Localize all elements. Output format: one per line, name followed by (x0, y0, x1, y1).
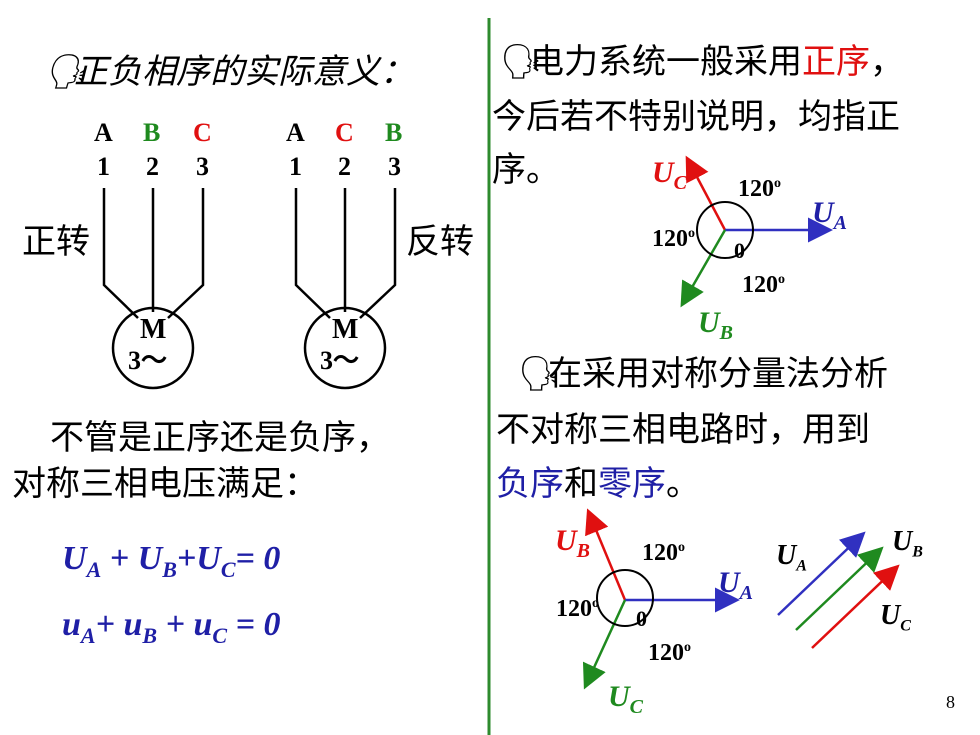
eq1-sub-b: B (162, 556, 177, 582)
zero-ua-label: UA (776, 540, 807, 575)
forward-phase-b: B (143, 118, 161, 147)
eq1-equals-zero: = 0 (235, 540, 281, 577)
para1-line-3: 序。 (492, 150, 560, 190)
pos-origin: 0 (734, 238, 745, 263)
eq2-plus: + (165, 606, 185, 643)
para2-line-3: 负序和零序。 (496, 464, 700, 504)
forward-motor-sub: 3～ (128, 346, 168, 375)
eq2-sub-a: A (80, 622, 96, 648)
neg-angle-top: 120o (642, 540, 685, 566)
equation-instant-sum: uA+ uB + uC = 0 (62, 606, 280, 649)
para2-end: 。 (666, 464, 700, 504)
para2-zero: 零序 (598, 464, 666, 504)
eq2-equals-zero: = 0 (235, 606, 281, 643)
negative-sequence-phasors (582, 508, 740, 690)
forward-phase-c: C (193, 118, 212, 147)
statement-line-2: 对称三相电压满足： (12, 464, 318, 504)
neg-ua-label: UA (718, 566, 754, 604)
positive-sequence-phasors (680, 155, 833, 308)
motor-reverse-wiring (294, 188, 397, 390)
neg-angle-left: 120o (556, 596, 599, 622)
pos-angle-left: 120o (652, 226, 695, 252)
eq2-u: u (123, 606, 143, 643)
left-heading: 🗣正负相序的实际意义： (44, 52, 414, 92)
zero-ub-label: UB (892, 526, 923, 561)
reverse-terminal-1: 1 (289, 152, 302, 181)
para2-line-2: 不对称三相电路时，用到 (496, 410, 870, 450)
neg-uc-label: UC (608, 680, 644, 718)
pos-angle-bottom: 120o (742, 272, 785, 298)
reverse-phase-a: A (286, 118, 305, 147)
forward-terminal-1: 1 (97, 152, 110, 181)
speaker-icon: 🗣 (44, 52, 88, 92)
statement-line-1: 不管是正序还是负序， (50, 418, 390, 458)
eq1-plus: + (109, 540, 130, 577)
speaker-icon: 🗣 (500, 42, 544, 82)
para2-and: 和 (564, 464, 598, 504)
page-number: 8 (946, 692, 955, 712)
reverse-phase-c: C (335, 118, 354, 147)
para2-line-1: 🗣在采用对称分量法分析 (518, 354, 888, 394)
pos-ub-label: UB (698, 306, 734, 344)
reverse-terminal-3: 3 (388, 152, 401, 181)
forward-phase-a: A (94, 118, 113, 147)
reverse-phase-b: B (385, 118, 403, 147)
para2-line1-text: 在采用对称分量法分析 (548, 354, 888, 394)
para1-prefix: 电力系统一般采用 (530, 42, 802, 82)
pos-ua-label: UA (812, 196, 848, 234)
pos-uc-label: UC (652, 156, 688, 194)
eq2-sub-b: B (142, 622, 158, 648)
equation-phasor-sum: UA + UB+UC= 0 (62, 540, 280, 583)
eq1-u: U (196, 540, 221, 577)
forward-terminal-3: 3 (196, 152, 209, 181)
zero-uc-label: UC (880, 600, 911, 635)
zero-sequence-phasors (777, 531, 900, 649)
speaker-icon: 🗣 (518, 354, 562, 394)
para2-negative: 负序 (496, 464, 564, 504)
reverse-motor-sub: 3～ (320, 346, 360, 375)
eq1-u: U (62, 540, 87, 577)
motor-forward-wiring (102, 188, 205, 390)
reverse-terminal-2: 2 (338, 152, 351, 181)
forward-motor-letter: M (140, 314, 167, 345)
reverse-motor-letter: M (332, 314, 359, 345)
pos-angle-top: 120o (738, 176, 781, 202)
forward-terminal-2: 2 (146, 152, 159, 181)
eq1-plus: + (176, 540, 197, 577)
eq1-u: U (137, 540, 163, 577)
eq1-sub-a: A (86, 556, 102, 582)
neg-ub-label: UB (555, 524, 591, 562)
left-heading-text: 正负相序的实际意义： (74, 52, 414, 92)
para1-line-1: 🗣电力系统一般采用正序， (500, 42, 904, 82)
para1-line-2: 今后若不特别说明，均指正 (492, 97, 900, 137)
eq2-plus: + (95, 606, 115, 643)
forward-label: 正转 (22, 222, 90, 262)
neg-origin: 0 (636, 606, 647, 631)
eq2-u: u (62, 606, 81, 643)
para1-comma: ， (870, 42, 904, 82)
neg-angle-bottom: 120o (648, 640, 691, 666)
eq2-sub-c: C (212, 622, 228, 648)
eq2-u: u (193, 606, 213, 643)
reverse-label: 反转 (406, 222, 474, 262)
eq1-sub-c: C (220, 556, 236, 582)
para1-highlight: 正序 (802, 42, 870, 82)
